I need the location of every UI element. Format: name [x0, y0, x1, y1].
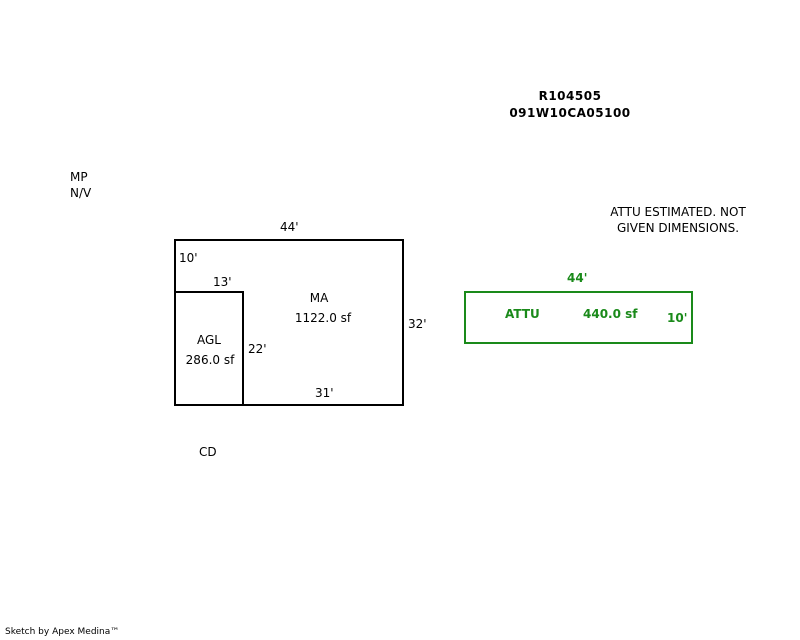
estimate-note-line-2: GIVEN DIMENSIONS. — [616, 221, 740, 235]
main-area-bottom-dimension: 31' — [315, 386, 334, 400]
attu-top-dimension: 44' — [567, 271, 588, 285]
mp-label: MP — [70, 170, 88, 184]
map-number: 091W10CA05100 — [509, 106, 631, 120]
garage-top-dimension: 13' — [213, 275, 232, 289]
attu-outline[interactable] — [464, 291, 693, 344]
garage-name: AGL — [197, 333, 221, 347]
cd-label: CD — [199, 445, 217, 459]
parcel-header: R104505 091W10CA05100 — [470, 88, 670, 122]
nv-label: N/V — [70, 186, 92, 200]
main-area-top-dimension: 44' — [280, 220, 299, 234]
main-area-right-dimension: 32' — [408, 317, 427, 331]
garage-outline[interactable] — [174, 291, 244, 406]
attu-right-dimension: 10' — [667, 311, 688, 325]
attu-size: 440.0 sf — [583, 307, 638, 321]
sketch-credit: Sketch by Apex Medina™ — [5, 627, 120, 637]
garage-right-dimension: 22' — [248, 342, 267, 356]
main-area-left-dimension: 10' — [179, 251, 198, 265]
attu-name: ATTU — [505, 307, 540, 321]
estimate-note: ATTU ESTIMATED. NOT GIVEN DIMENSIONS. — [588, 204, 768, 236]
main-area-name: MA — [309, 291, 329, 305]
estimate-note-line-1: ATTU ESTIMATED. NOT — [610, 205, 746, 219]
garage-size: 286.0 sf — [185, 353, 235, 367]
main-area-size: 1122.0 sf — [294, 311, 352, 325]
account-number: R104505 — [538, 89, 602, 103]
